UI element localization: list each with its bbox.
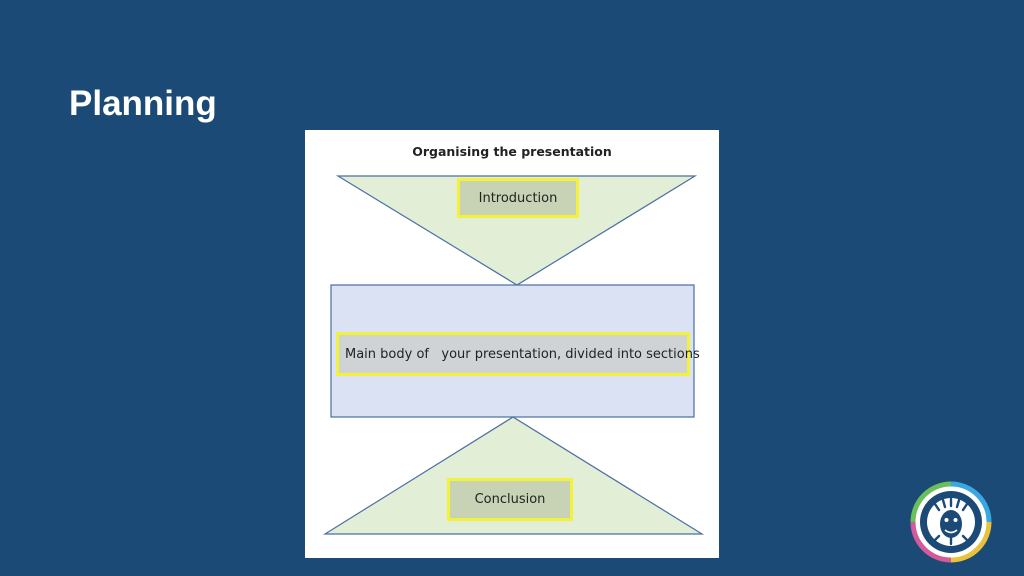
conclusion-label: Conclusion <box>447 478 573 521</box>
introduction-label: Introduction <box>457 178 579 218</box>
conclusion-funnel <box>322 416 705 535</box>
planning-diagram: Organising the presentation Introduction… <box>305 130 719 558</box>
introduction-funnel <box>335 175 698 286</box>
diagram-heading: Organising the presentation <box>412 144 612 159</box>
university-crest-icon <box>909 480 993 564</box>
main-body-label: Main body of your presentation, divided … <box>336 332 700 376</box>
slide-title: Planning <box>69 84 217 123</box>
